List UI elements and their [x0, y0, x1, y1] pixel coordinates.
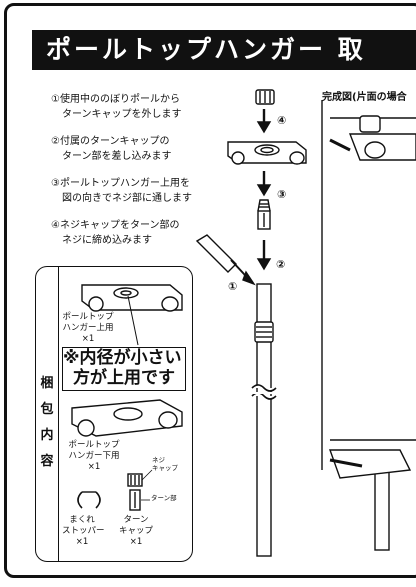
step-2: ②付属のターンキャップの ターン部を差し込みます	[51, 136, 172, 162]
contents-title-char-1: 梱	[40, 376, 54, 391]
title-bar	[32, 30, 416, 70]
arrow-down-icon	[256, 121, 272, 134]
turn-cap-label: ターン キャップ ×1	[118, 515, 153, 547]
contents-lower-hanger-icon	[71, 399, 183, 437]
step-marker-2: ②	[276, 258, 286, 271]
step-marker-4: ④	[277, 114, 287, 127]
step-3: ③ポールトップハンガー上用を 図の向きでネジ部に通します	[51, 178, 192, 204]
completed-view-label: 完成図(片面の場合	[322, 92, 407, 103]
stopper-label: まくれ ストッパー ×1	[62, 515, 105, 547]
lower-hanger-label: ポールトップ ハンガー下用 ×1	[68, 440, 120, 472]
note-box: ※内径が小さい 方が上用です	[62, 347, 186, 391]
page-border	[4, 3, 416, 578]
contents-title-char-4: 容	[40, 454, 54, 469]
makure-stopper-icon	[77, 491, 101, 509]
pole-icon	[256, 283, 272, 557]
step-marker-3: ③	[277, 188, 287, 201]
turn-part-label: ターン部	[151, 494, 177, 502]
contents-title-char-2: 包	[40, 402, 54, 417]
contents-box	[35, 266, 193, 562]
completed-cap-icon	[359, 115, 381, 133]
neji-cap-label: ネジ キャップ	[152, 456, 178, 472]
contents-title-char-3: 内	[40, 428, 54, 443]
step-4: ④ネジキャップをターン部の ネジに締め込みます	[51, 220, 180, 246]
upper-hanger-label: ポールトップ ハンガー上用 ×1	[62, 312, 114, 344]
step-1: ①使用中ののぼりポールから ターンキャップを外します	[51, 94, 182, 120]
step-marker-1: ①	[228, 280, 238, 293]
contents-side-panel	[35, 266, 59, 562]
page-title: ポールトップハンガー 取	[46, 35, 366, 64]
stopper-part-icon	[195, 234, 237, 273]
